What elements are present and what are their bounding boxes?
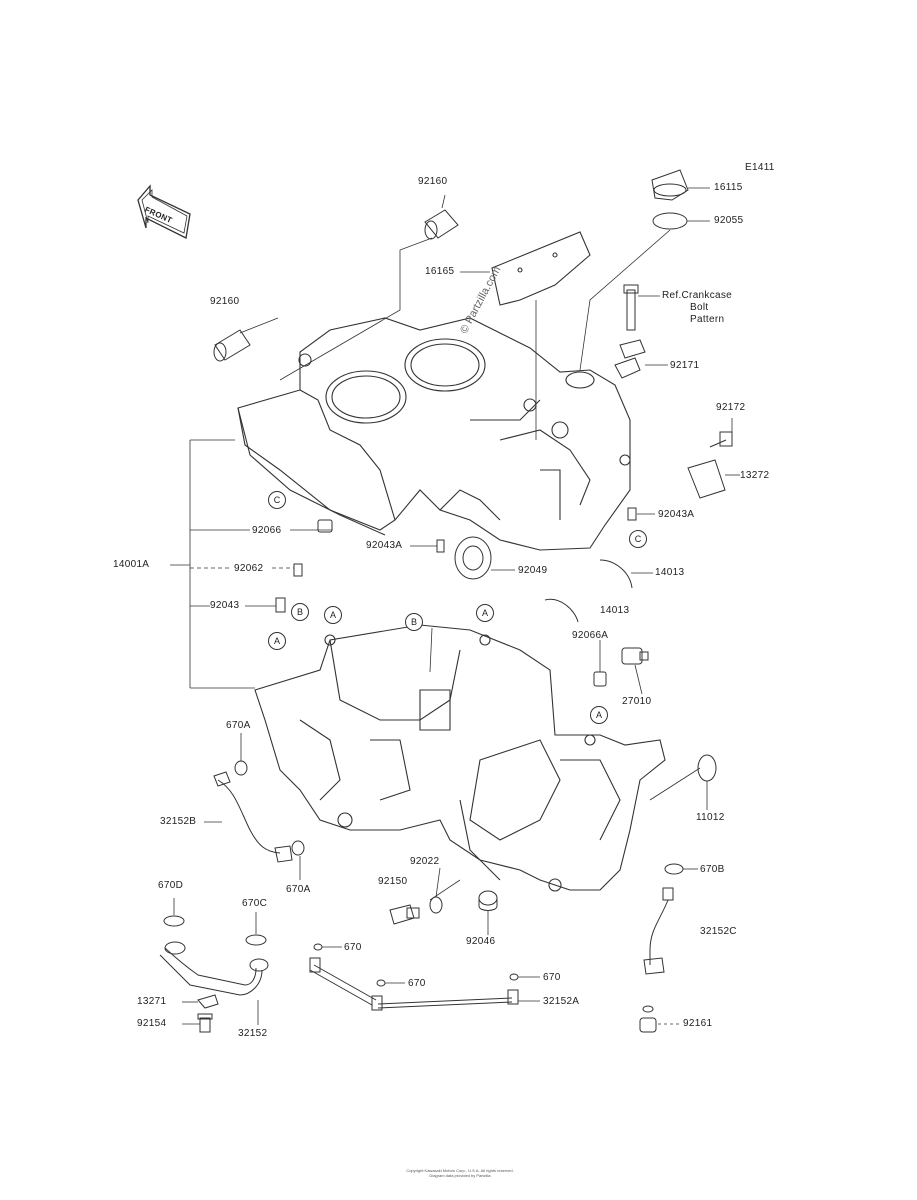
o-ring-670A-top bbox=[234, 760, 248, 776]
plug-92161 bbox=[639, 1005, 657, 1033]
oil-pipe-32152 bbox=[159, 941, 269, 996]
part-label-32152[interactable]: 32152 bbox=[238, 1028, 268, 1039]
ref-crankcase-bolt-pattern[interactable]: Ref.Crankcase Bolt Pattern bbox=[662, 290, 732, 326]
part-label-670-c[interactable]: 670 bbox=[543, 972, 561, 983]
part-label-92154[interactable]: 92154 bbox=[137, 1018, 167, 1029]
o-ring-670B bbox=[664, 863, 684, 875]
bearing-half-14013-a bbox=[599, 559, 633, 589]
part-label-92022[interactable]: 92022 bbox=[410, 856, 440, 867]
part-label-27010[interactable]: 27010 bbox=[622, 696, 652, 707]
oil-pipe-32152A bbox=[309, 957, 519, 1011]
lower-crankcase bbox=[254, 624, 666, 892]
part-label-92062[interactable]: 92062 bbox=[234, 563, 264, 574]
leader-lines bbox=[170, 187, 740, 1025]
part-label-670C[interactable]: 670C bbox=[242, 898, 268, 909]
part-label-670B[interactable]: 670B bbox=[700, 864, 725, 875]
dowel-92043 bbox=[275, 597, 286, 613]
part-label-92160-top[interactable]: 92160 bbox=[418, 176, 448, 187]
callout-c-2: C bbox=[629, 530, 647, 548]
part-label-92043A-right[interactable]: 92043A bbox=[658, 509, 695, 520]
washer-92022 bbox=[429, 896, 443, 914]
callout-a-1: A bbox=[268, 632, 286, 650]
o-ring-11012 bbox=[697, 754, 717, 782]
plate-13272-part bbox=[687, 431, 733, 499]
part-label-670A-bot[interactable]: 670A bbox=[286, 884, 311, 895]
dowel-92066 bbox=[317, 519, 333, 533]
part-label-92150[interactable]: 92150 bbox=[378, 876, 408, 887]
part-label-92172[interactable]: 92172 bbox=[716, 402, 746, 413]
part-label-92046[interactable]: 92046 bbox=[466, 936, 496, 947]
bearing-half-14013-b bbox=[544, 598, 579, 623]
part-label-92049[interactable]: 92049 bbox=[518, 565, 548, 576]
dowel-92043A-right bbox=[627, 507, 637, 521]
bushing-92160-top bbox=[424, 209, 459, 240]
plug-92062 bbox=[293, 563, 303, 577]
oil-pipe-32152C bbox=[643, 887, 674, 975]
oil-seal-92049 bbox=[454, 536, 492, 580]
part-label-14013-b[interactable]: 14013 bbox=[600, 605, 630, 616]
bolt-92150-part bbox=[389, 904, 420, 925]
part-label-13271[interactable]: 13271 bbox=[137, 996, 167, 1007]
oil-pipe-32152B bbox=[213, 771, 293, 863]
callout-a-2: A bbox=[324, 606, 342, 624]
o-ring-92055 bbox=[652, 212, 688, 230]
bolt-92154 bbox=[197, 1013, 213, 1033]
part-label-92066A[interactable]: 92066A bbox=[572, 630, 609, 641]
ref-line-2: Bolt bbox=[690, 302, 709, 313]
callout-b-1: B bbox=[291, 603, 309, 621]
part-label-92066[interactable]: 92066 bbox=[252, 525, 282, 536]
oil-filler-cap-part bbox=[651, 169, 689, 201]
part-label-14013-a[interactable]: 14013 bbox=[655, 567, 685, 578]
part-label-92160-left[interactable]: 92160 bbox=[210, 296, 240, 307]
part-label-92171[interactable]: 92171 bbox=[670, 360, 700, 371]
part-label-32152C[interactable]: 32152C bbox=[700, 926, 737, 937]
part-label-16115[interactable]: 16115 bbox=[714, 182, 743, 193]
part-label-32152A[interactable]: 32152A bbox=[543, 996, 580, 1007]
part-label-670D[interactable]: 670D bbox=[158, 880, 184, 891]
bushing-92160-left bbox=[213, 329, 251, 362]
o-ring-670A-bot bbox=[291, 840, 305, 856]
part-label-11012[interactable]: 11012 bbox=[696, 812, 725, 823]
ref-line-3: Pattern bbox=[690, 314, 725, 325]
part-label-670A-top[interactable]: 670A bbox=[226, 720, 251, 731]
part-label-92043[interactable]: 92043 bbox=[210, 600, 240, 611]
part-label-92161[interactable]: 92161 bbox=[683, 1018, 713, 1029]
part-label-16165[interactable]: 16165 bbox=[425, 266, 455, 277]
bolt-92171-part bbox=[614, 284, 646, 379]
callout-a-4: A bbox=[590, 706, 608, 724]
callout-c-1: C bbox=[268, 491, 286, 509]
ref-line-1: Ref.Crankcase bbox=[662, 290, 733, 301]
callout-a-3: A bbox=[476, 604, 494, 622]
front-arrow-icon bbox=[137, 184, 191, 239]
o-ring-670-a bbox=[313, 943, 323, 951]
dowel-92043A-mid bbox=[436, 539, 445, 553]
part-label-670-a[interactable]: 670 bbox=[344, 942, 362, 953]
copyright-footer: Copyright Kawasaki Motors Corp., U.S.A. … bbox=[300, 1168, 620, 1178]
footer-line-1: Copyright Kawasaki Motors Corp., U.S.A. … bbox=[406, 1168, 514, 1173]
o-ring-670D bbox=[163, 915, 185, 927]
o-ring-670-b bbox=[376, 979, 386, 987]
footer-line-2: Diagram data provided by Partzilla bbox=[429, 1173, 491, 1178]
diagram-code: E1411 bbox=[745, 162, 775, 173]
part-label-92055[interactable]: 92055 bbox=[714, 215, 744, 226]
breather-cover-part bbox=[491, 231, 591, 306]
part-label-32152B[interactable]: 32152B bbox=[160, 816, 197, 827]
plug-92046 bbox=[478, 890, 498, 911]
callout-b-2: B bbox=[405, 613, 423, 631]
part-label-92043A-mid[interactable]: 92043A bbox=[366, 540, 403, 551]
o-ring-670C bbox=[245, 934, 267, 946]
switch-27010 bbox=[621, 647, 649, 665]
part-label-14001A[interactable]: 14001A bbox=[113, 559, 150, 570]
part-label-13272[interactable]: 13272 bbox=[740, 470, 770, 481]
upper-crankcase bbox=[237, 317, 631, 551]
clamp-13271 bbox=[197, 994, 219, 1009]
plug-92066A bbox=[593, 671, 607, 687]
o-ring-670-c bbox=[509, 973, 519, 981]
part-label-670-b[interactable]: 670 bbox=[408, 978, 426, 989]
